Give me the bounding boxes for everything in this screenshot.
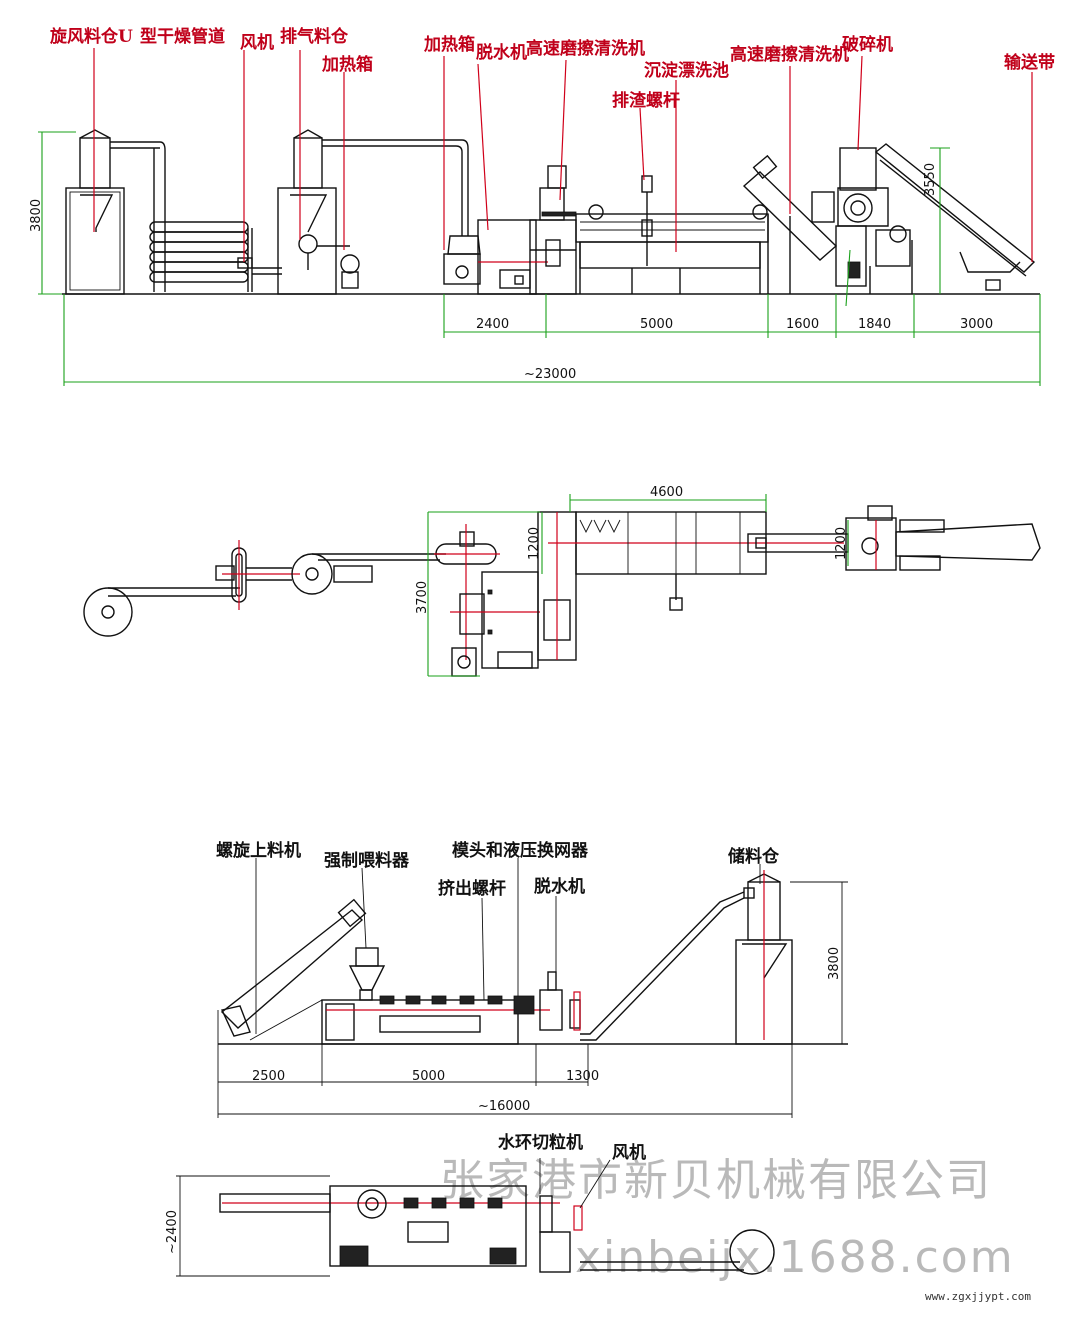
top-elevation-drawing: 旋风料仓 U 型干燥管道 风机 排气料仓 加热箱 加热箱 脱水机 高速磨擦清洗机… xyxy=(29,26,1055,386)
dim-pellet-seg-3: 1300 xyxy=(566,1069,599,1084)
label-heater-box-2: 加热箱 xyxy=(423,34,475,55)
watermark-url: xinbeijx.1688.com xyxy=(575,1232,1015,1283)
label-screw-discharger: 排渣螺杆 xyxy=(612,90,680,111)
dim-pellet-total: ~16000 xyxy=(478,1099,530,1114)
label-crusher: 破碎机 xyxy=(842,34,893,55)
friction-washer-2-shape xyxy=(742,154,867,307)
dim-crusher-height: 3550 xyxy=(923,163,938,196)
label-pellet-dewatering: 脱水机 xyxy=(534,876,585,897)
label-screw-loader: 螺旋上料机 xyxy=(216,840,301,861)
crusher-shape xyxy=(837,147,913,294)
label-heater-box-1: 加热箱 xyxy=(321,54,373,75)
dim-pellet-seg-1: 2500 xyxy=(252,1069,285,1084)
dim-pellet-height: 3800 xyxy=(827,947,842,980)
label-sink-float-tank: 沉淀漂洗池 xyxy=(644,60,729,81)
dim-top-height: 3800 xyxy=(29,199,44,232)
label-friction-washer-1: 高速磨擦清洗机 xyxy=(526,38,645,59)
sink-float-tank-shape xyxy=(575,175,769,294)
dewatering-shape xyxy=(443,219,548,295)
dim-plan-height: 3700 xyxy=(415,581,430,614)
pellet-plan-heaters xyxy=(403,1197,503,1209)
dim-top-total: ~23000 xyxy=(524,367,576,382)
label-conveyor: 输送带 xyxy=(1004,52,1055,73)
pellet-plan-drawing: 水环切粒机 风机 ~2400 xyxy=(165,1132,775,1277)
dim-pellet-seg-2: 5000 xyxy=(412,1069,445,1084)
dim-top-seg-3: 1600 xyxy=(786,317,819,332)
watermark: 张家港市新贝机械有限公司 xinbeijx.1688.com www.zgxjj… xyxy=(440,1155,1031,1303)
label-exhaust-bin: 排气料仓 xyxy=(280,26,349,47)
dim-top-seg-1: 2400 xyxy=(476,317,509,332)
label-fan: 风机 xyxy=(240,32,274,53)
dim-top-seg-2: 5000 xyxy=(640,317,673,332)
u-dry-pipe-shape xyxy=(149,141,253,292)
dim-plan-tank-length: 4600 xyxy=(650,485,683,500)
cyclone-bin-shape xyxy=(65,129,160,295)
conveyor-shape xyxy=(874,143,1036,291)
dim-plan-tank-width: 1200 xyxy=(527,527,542,560)
extruder-heaters xyxy=(379,995,503,1005)
dim-pellet-plan-width: ~2400 xyxy=(165,1210,180,1254)
label-water-ring-cutter: 水环切粒机 xyxy=(498,1132,583,1153)
top-dimension-lines xyxy=(38,131,1041,386)
label-storage-bin: 储料仓 xyxy=(728,846,780,867)
plan-view-drawing: 4600 1200 1200 3700 xyxy=(83,485,1041,677)
label-friction-washer-2: 高速磨擦清洗机 xyxy=(730,44,849,65)
dim-plan-crusher-width: 1200 xyxy=(834,527,849,560)
label-u-symbol: U xyxy=(118,27,133,47)
label-cyclone-bin: 旋风料仓 xyxy=(49,26,119,47)
pellet-elevation-drawing: 螺旋上料机 强制喂料器 模头和液压换网器 挤出螺杆 脱水机 储料仓 2500 5… xyxy=(216,840,848,1118)
top-leader-lines xyxy=(93,48,1033,262)
fan-shape xyxy=(237,257,282,275)
label-extrusion-screw: 挤出螺杆 xyxy=(438,878,506,899)
exhaust-bin-shape xyxy=(277,129,462,295)
label-u-dry-pipe: 型干燥管道 xyxy=(140,26,225,47)
watermark-company: 张家港市新贝机械有限公司 xyxy=(440,1155,992,1206)
dim-top-seg-4: 1840 xyxy=(858,317,891,332)
label-force-feeder: 强制喂料器 xyxy=(324,850,410,871)
label-die-screen-changer: 模头和液压换网器 xyxy=(452,840,589,861)
label-pellet-fan: 风机 xyxy=(612,1142,646,1163)
watermark-site: www.zgxjjypt.com xyxy=(925,1290,1031,1303)
friction-washer-1-shape xyxy=(529,165,577,295)
dim-top-seg-5: 3000 xyxy=(960,317,993,332)
label-dewatering: 脱水机 xyxy=(476,42,527,63)
